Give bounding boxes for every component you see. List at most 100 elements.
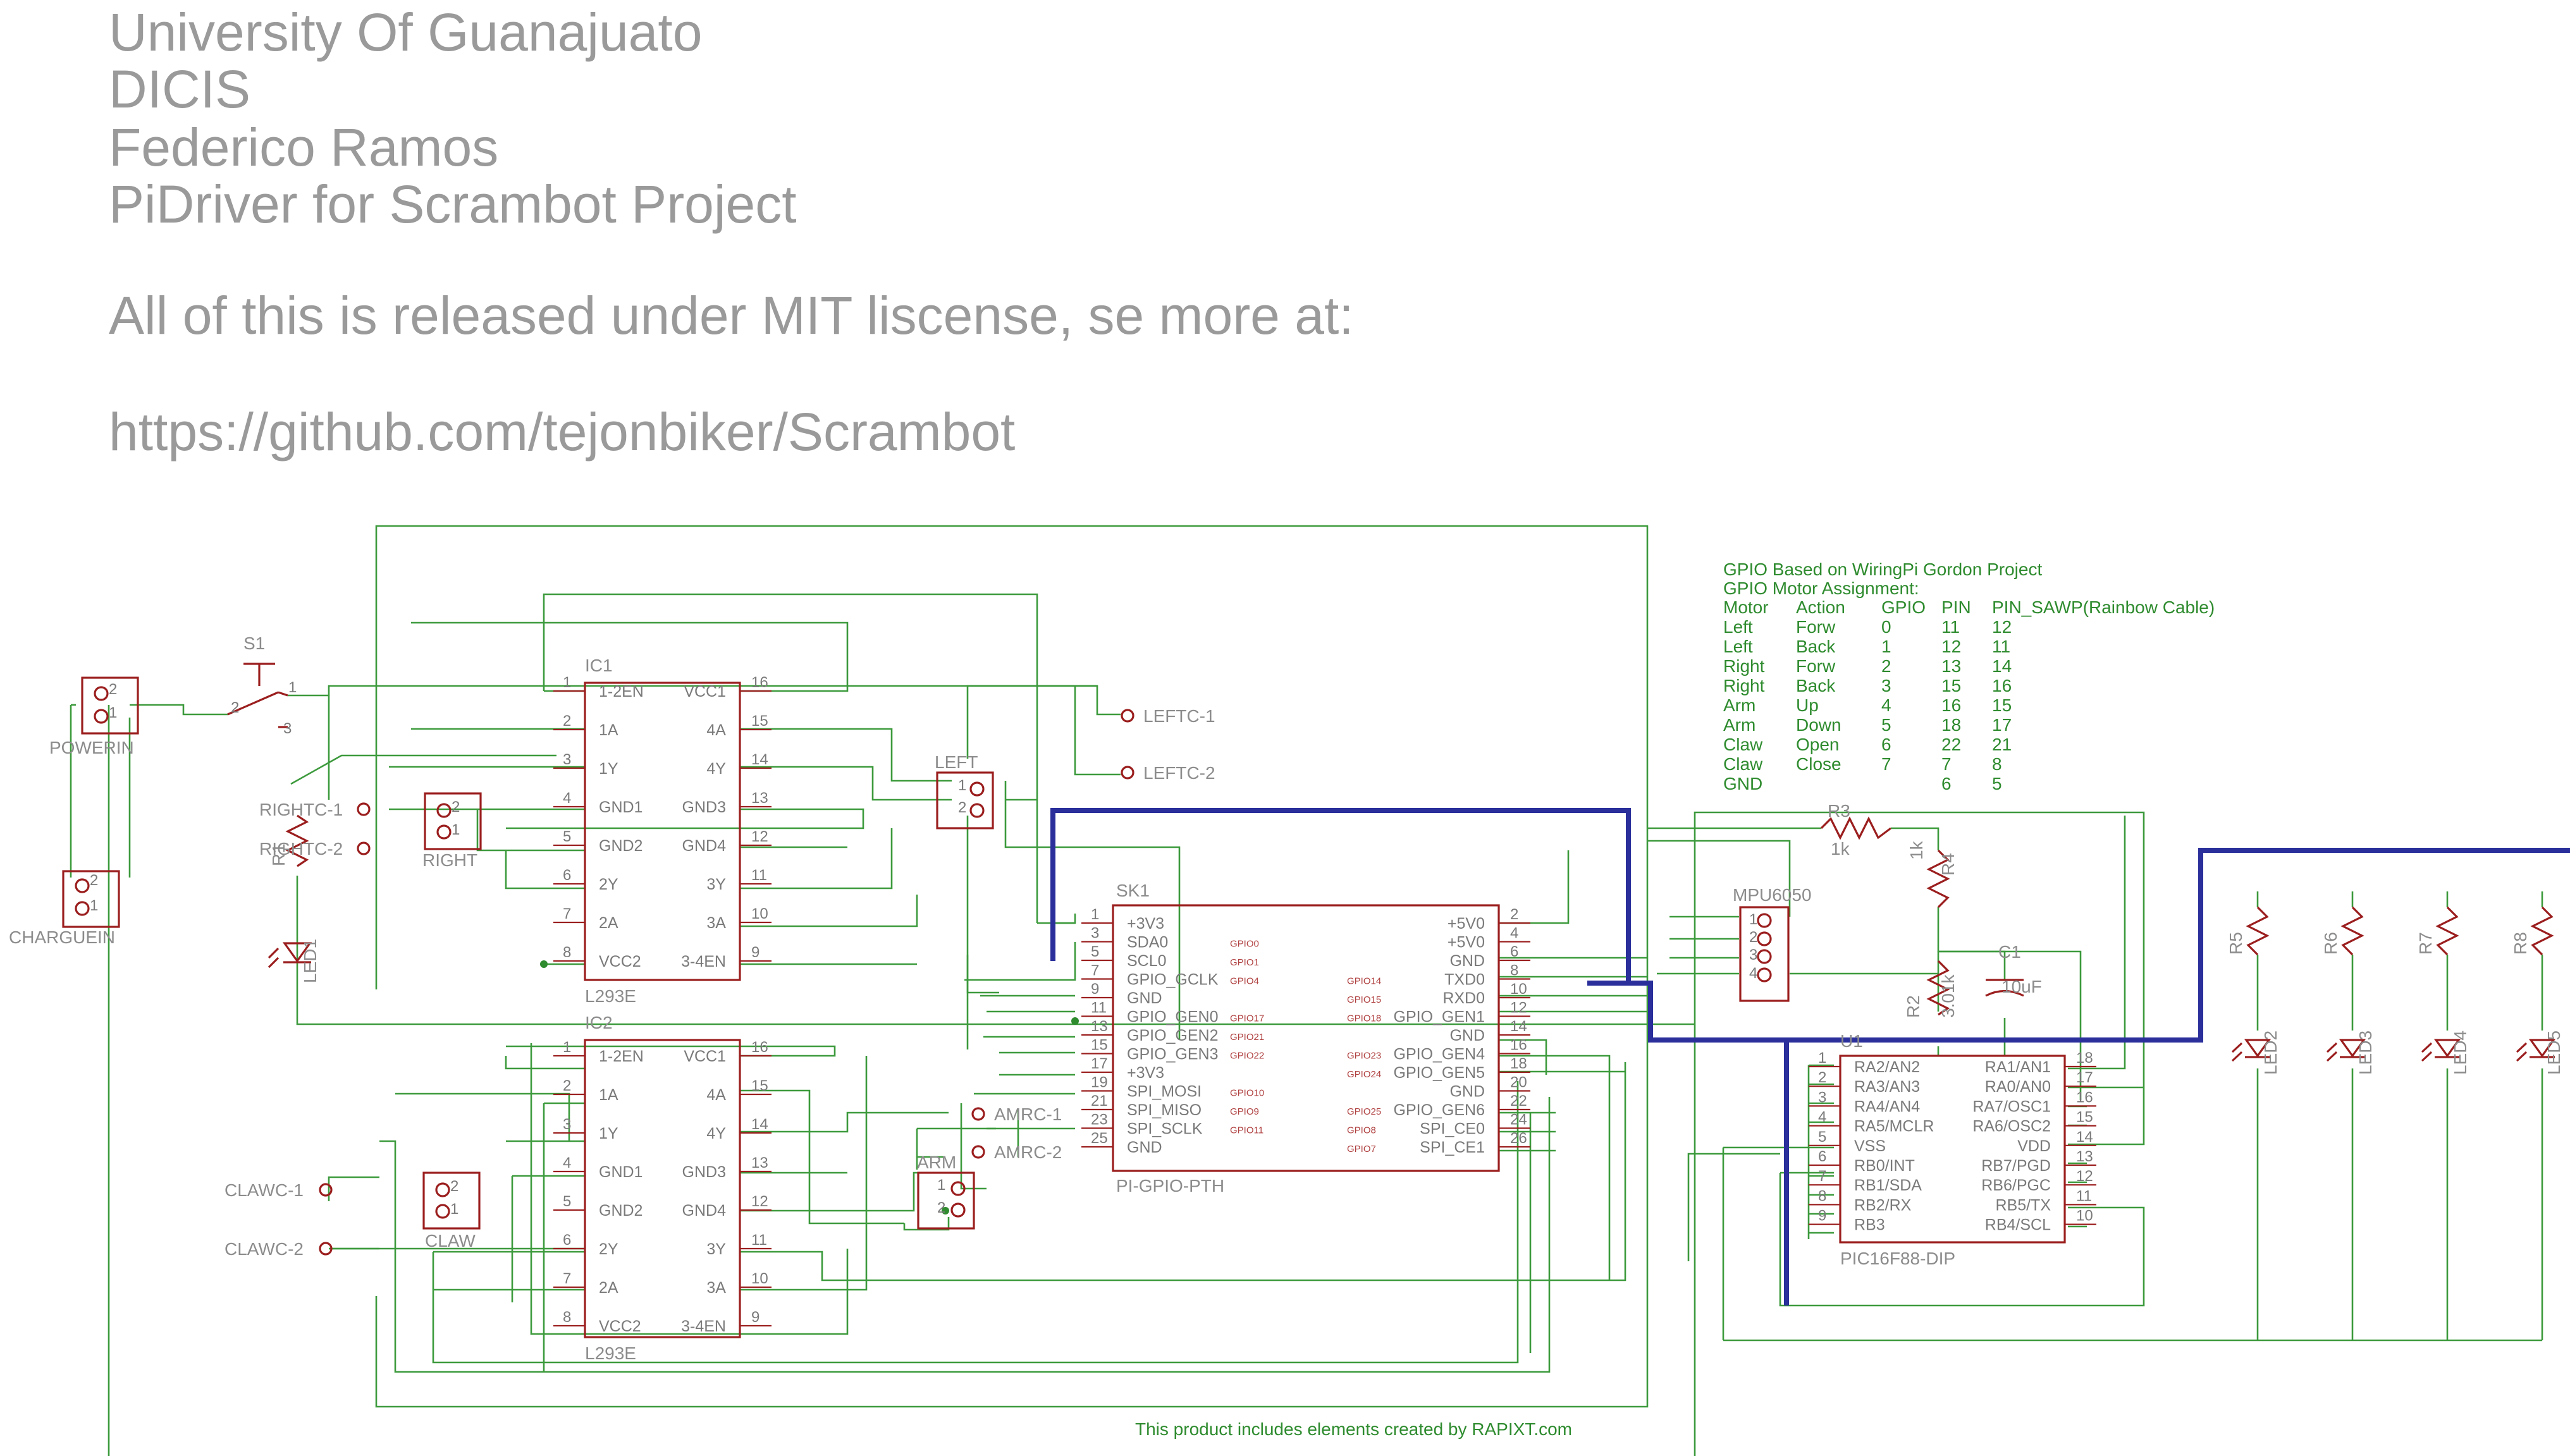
c1-value: 10uF [2001,977,2042,996]
ic1-pin-label: 2A [599,914,618,932]
terminal-rightc2[interactable] [357,841,371,855]
gpio-table-cell: Arm [1723,695,1755,715]
gpio-table-cell: Open [1796,735,1840,754]
gpio-table-cell: 4 [1881,695,1891,715]
ic1-pin-label: GND3 [682,798,726,816]
svg-text:2: 2 [1749,929,1757,946]
sk1-pin-label: SPI_CE0 [1420,1120,1485,1138]
gpio-table-subtitle: GPIO Motor Assignment: [1723,578,1919,598]
header-url[interactable]: https://github.com/tejonbiker/Scrambot [109,402,1015,462]
u1-pin-num: 9 [1818,1208,1826,1225]
sk1-pin-num: 15 [1091,1037,1108,1054]
ic2-pin-num: 6 [563,1232,571,1249]
u1-pin-label: RA0/AN0 [1985,1078,2051,1096]
gpio-table-cell: 1 [1881,637,1891,656]
sk1-pin-label: GND [1449,1027,1485,1044]
terminal-amrc2[interactable] [971,1145,985,1159]
capacitor-c1: C1 10uF [1985,942,2042,997]
claw-label: CLAW [425,1231,476,1251]
sk1-pin-num: 2 [1510,906,1518,923]
u1-pin-num: 1 [1818,1049,1826,1067]
ic1-pin-num: 6 [563,867,571,884]
ic1-pin-num: 3 [563,751,571,768]
terminal-amrc1[interactable] [971,1107,985,1121]
svg-text:1: 1 [288,679,297,696]
r1-label: R1 [269,843,288,866]
gpio-table-cell: 14 [1992,656,2012,676]
ic1-pin-num: 15 [751,713,768,730]
u1-pin-label: RB6/PGC [1981,1177,2051,1194]
chargein-label: CHARGUEIN [9,927,115,947]
resistor-r7: R7 [2416,906,2459,956]
resistor-r6: R6 [2321,906,2364,956]
ic2-pin-num: 2 [563,1077,571,1094]
u1-pin-num: 16 [2076,1089,2093,1106]
gpio-table-cell: Back [1796,676,1836,695]
ic2-pin-label: VCC1 [684,1048,726,1065]
ic1-pin-num: 9 [751,944,759,961]
gpio-table-cell: 5 [1992,774,2002,793]
terminal-clawc2[interactable] [319,1242,333,1256]
u1-pin-label: RB4/SCL [1985,1216,2051,1234]
gpio-assignment-table: GPIO Based on WiringPi Gordon Project GP… [1723,560,2215,793]
ic1-pin-label: 4A [706,721,726,739]
net-leftc1: LEFTC-1 [1143,706,1215,726]
ic1-value: L293E [585,986,636,1006]
ic2-pin-num: 14 [751,1116,768,1133]
r7-label: R7 [2416,932,2435,955]
ic1-name: IC1 [585,656,613,675]
sk1-pin-num: 20 [1510,1074,1527,1091]
ic1-pin-num: 4 [563,790,571,807]
connector-claw: 2 1 CLAW [422,1172,481,1251]
ic1-pin-label: 1Y [599,760,618,778]
u1-pin-num: 14 [2076,1129,2093,1146]
ic2-pin-num: 13 [751,1154,768,1172]
led-led3: LED3 [2326,1031,2375,1075]
terminal-clawc1[interactable] [319,1183,333,1197]
terminal-leftc1[interactable] [1121,709,1134,723]
u1-pin-label: RB0/INT [1854,1157,1915,1175]
terminal-leftc2[interactable] [1121,766,1134,780]
gpio-table-cell: 5 [1881,715,1891,735]
sk1-gpio-tag: GPIO0 [1230,939,1259,950]
u1-pin-label: VDD [2017,1137,2051,1155]
sk1-pin-num: 5 [1091,943,1099,960]
led2-label: LED2 [2261,1031,2280,1075]
wire-network [70,525,2543,1456]
ic1-pin-label: 2Y [599,876,618,893]
net-amrc2: AMRC-2 [994,1142,1062,1162]
sk1-gpio-tag: GPIO22 [1230,1051,1264,1061]
right-label: RIGHT [422,850,477,870]
u1-pin-label: RA2/AN2 [1854,1058,1920,1076]
sk1-pin-label: +5V0 [1448,915,1485,933]
sk1-gpio-tag: GPIO23 [1347,1051,1381,1061]
gpio-table-cell: Forw [1796,656,1836,676]
gpio-table-cell: 12 [1992,617,2012,637]
u1-pin-num: 4 [1818,1109,1826,1126]
ic1-pin-num: 13 [751,790,768,807]
ic1-pin-label: VCC1 [684,683,726,700]
r2-value: 3.01k [1938,974,1958,1018]
ic2-pin-label: 3-4EN [681,1318,726,1335]
led1-label: LED1 [300,939,320,983]
u1-pin-num: 13 [2076,1148,2093,1165]
gpio-table-cell: 16 [1941,695,1961,715]
sk1-gpio-tag: GPIO25 [1347,1106,1381,1117]
ic1-pin-num: 2 [563,713,571,730]
terminal-rightc1[interactable] [357,802,371,816]
svg-text:2: 2 [937,1199,945,1216]
led-led4: LED4 [2421,1031,2470,1075]
gpio-table-cell: 12 [1941,637,1961,656]
c1-label: C1 [1998,942,2021,962]
gpio-table-cell: 16 [1992,676,2012,695]
led-led5: LED5 [2516,1031,2564,1075]
gpio-table-cell: 15 [1992,695,2012,715]
connector-powerin: 2 1 POWERIN [49,676,139,757]
sk1-pin-label: +3V3 [1127,915,1164,933]
ic2-pin-num: 1 [563,1039,571,1056]
ic2-pin-num: 12 [751,1193,768,1210]
gpio-table-header-cell: PIN [1941,597,1971,617]
resistor-r3: R3 1k [1820,801,1891,859]
net-amrc1: AMRC-1 [994,1104,1062,1124]
led4-label: LED4 [2450,1031,2470,1075]
